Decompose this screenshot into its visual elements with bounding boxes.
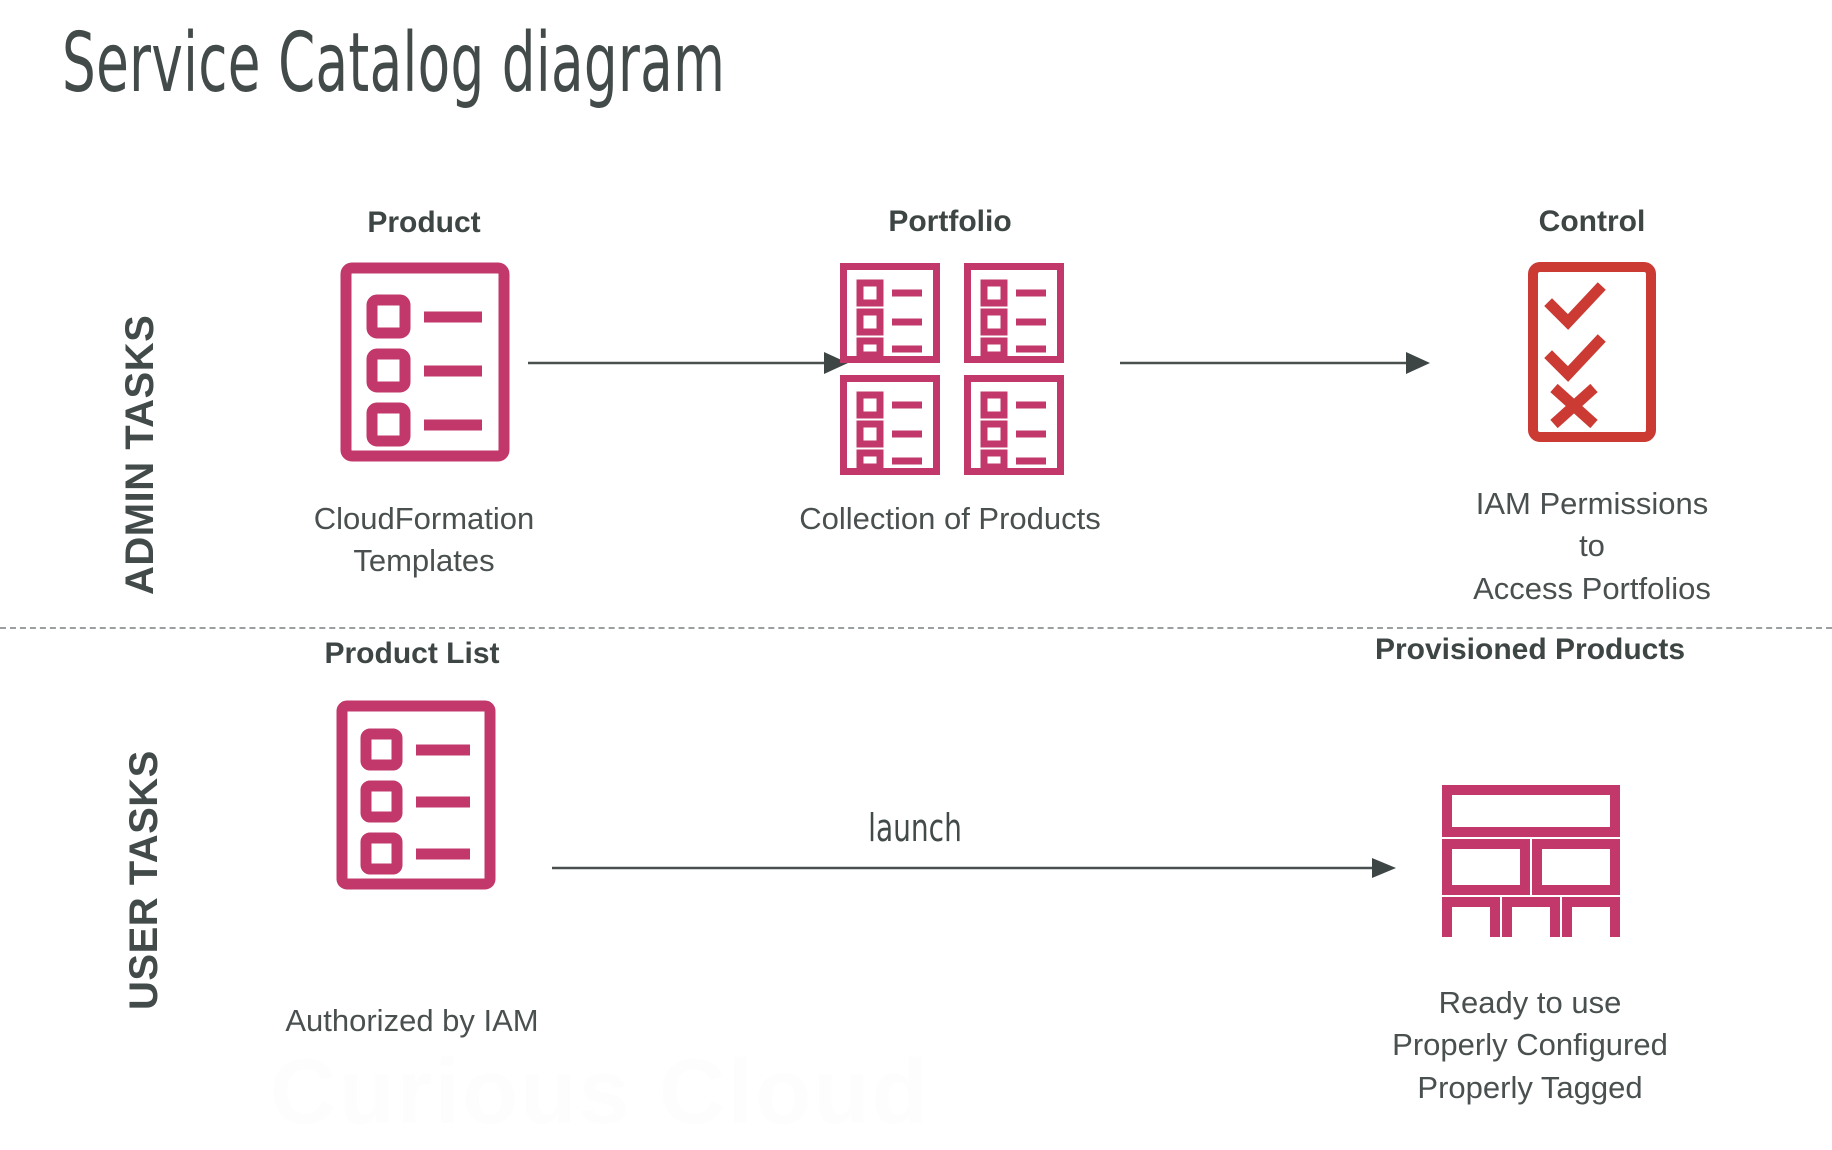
- node-title-provisioned-products: Provisioned Products: [1374, 633, 1686, 666]
- arrow-label-launch: launch: [868, 806, 962, 850]
- node-title-portfolio: Portfolio: [888, 205, 1012, 238]
- watermark: Curious Cloud: [270, 1041, 930, 1143]
- arrow-product-to-portfolio: [528, 340, 848, 391]
- node-caption-portfolio: Collection of Products: [799, 501, 1101, 536]
- checklist-document-icon-product: [340, 262, 510, 467]
- checklist-grid-icon-portfolio: [840, 263, 1064, 480]
- row-divider: [0, 627, 1832, 629]
- band-label-user-tasks: USER TASKS: [122, 750, 166, 1010]
- check-check-cross-document-icon-control: [1528, 262, 1656, 447]
- page-title: Service Catalog diagram: [62, 16, 726, 111]
- node-title-product-list: Product List: [324, 637, 500, 670]
- node-caption-control: IAM Permissions to Access Portfolios: [1473, 486, 1711, 606]
- node-caption-product: CloudFormation Templates: [313, 501, 535, 579]
- node-title-control: Control: [1538, 205, 1646, 238]
- band-label-admin-tasks: ADMIN TASKS: [118, 314, 162, 595]
- node-caption-provisioned-products: Ready to use Properly Configured Properl…: [1392, 985, 1668, 1105]
- arrow-portfolio-to-control: [1120, 340, 1430, 391]
- node-caption-product-list: Authorized by IAM: [285, 1003, 539, 1038]
- dashboard-blocks-icon-provisioned-products: [1442, 785, 1620, 953]
- node-title-product: Product: [367, 206, 481, 239]
- checklist-document-icon-product-list: [336, 700, 496, 895]
- arrow-product-list-to-provisioned: [552, 848, 1396, 893]
